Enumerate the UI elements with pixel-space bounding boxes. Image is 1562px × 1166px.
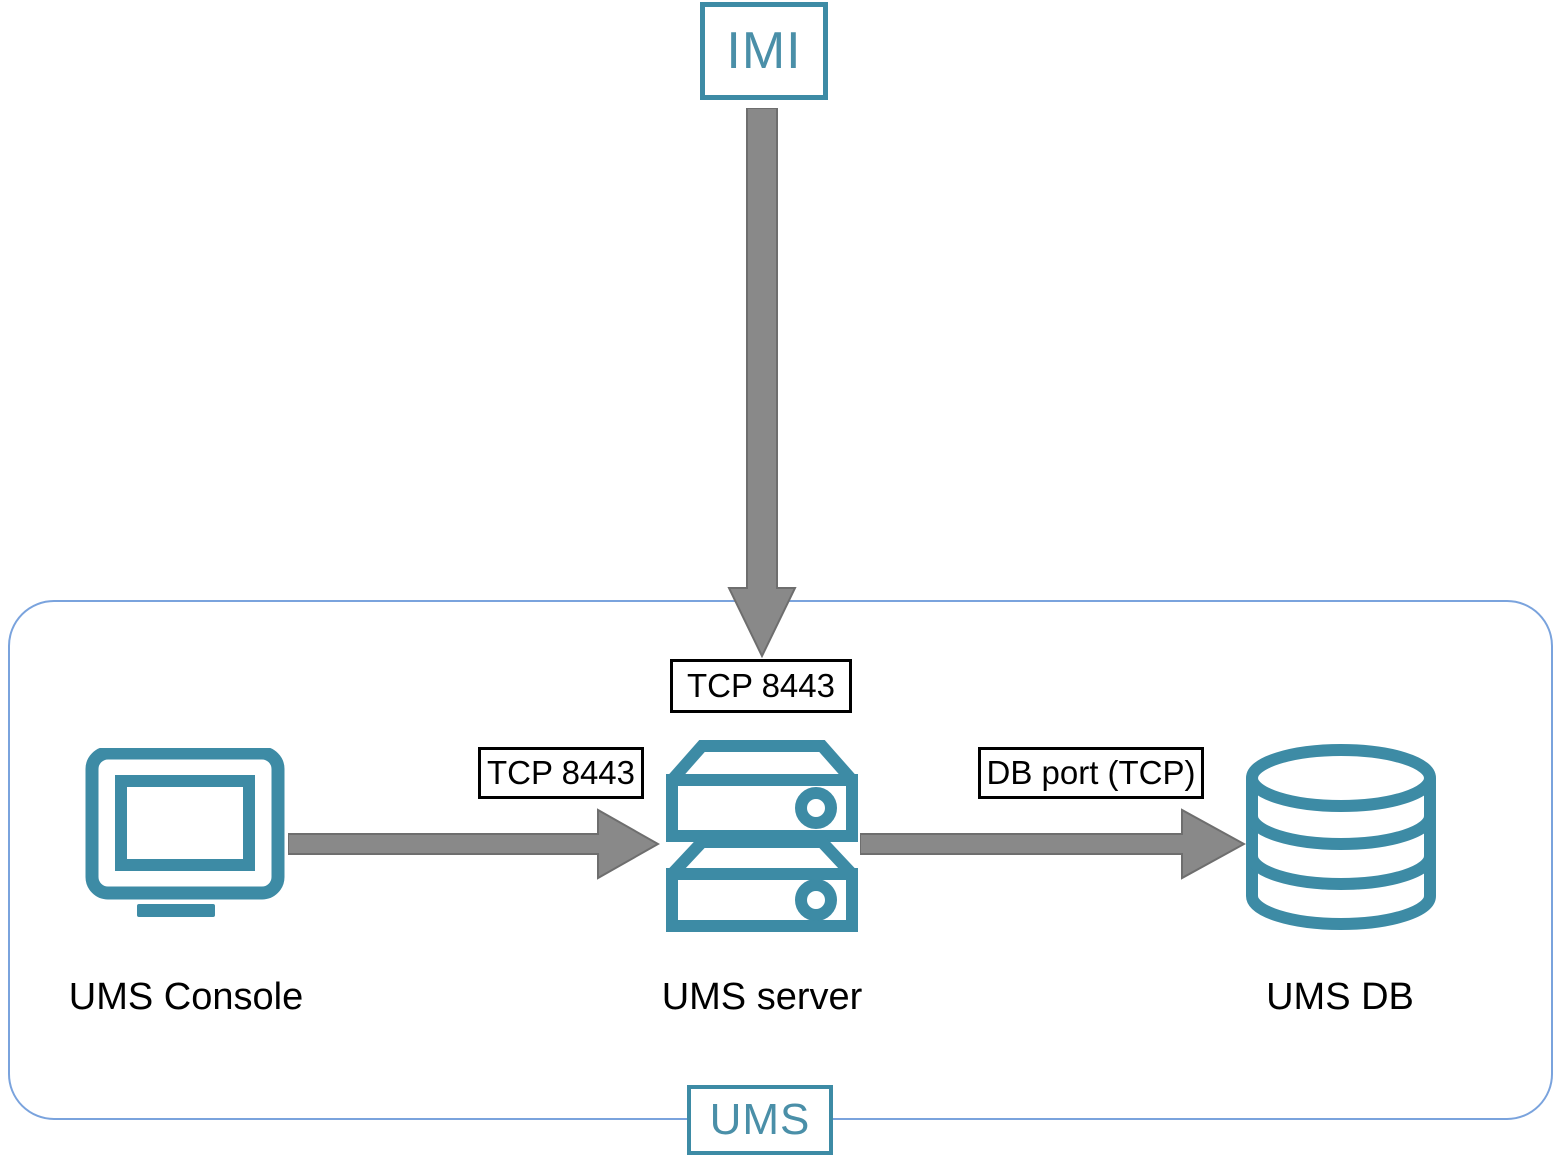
server-rack-icon (660, 738, 864, 934)
imi-badge-label: IMI (726, 22, 802, 80)
node-caption-ums-db: UMS DB (1266, 976, 1414, 1018)
connection-label-console-to-server: TCP 8443 (478, 747, 644, 799)
connection-label-text: DB port (TCP) (986, 754, 1196, 791)
monitor-outer-frame (85, 746, 285, 900)
connector-imi-to-server (712, 107, 812, 659)
ums-boundary-badge: UMS (687, 1085, 833, 1155)
imi-badge: IMI (700, 2, 828, 100)
node-caption-ums-server: UMS server (661, 976, 863, 1018)
ums-badge-label: UMS (709, 1095, 811, 1144)
server-upper-indicator (795, 787, 837, 829)
server-lower-lid (667, 836, 857, 879)
db-divider-2 (1246, 855, 1436, 890)
arrow-right-shape (287, 808, 661, 880)
arrow-right-shape (859, 808, 1247, 880)
connection-label-server-to-db: DB port (TCP) (978, 747, 1204, 799)
server-upper-lid (667, 740, 857, 784)
monitor-stand-base (137, 904, 215, 917)
monitor-icon (85, 746, 285, 926)
server-lower-indicator (795, 879, 837, 921)
node-caption-ums-console: UMS Console (68, 976, 304, 1018)
db-divider-1 (1246, 815, 1436, 850)
connection-label-text: TCP 8443 (487, 754, 635, 791)
database-cylinder-icon (1242, 744, 1440, 930)
connection-label-text: TCP 8443 (687, 667, 835, 704)
monitor-screen (115, 775, 255, 871)
connector-server-to-db (859, 806, 1247, 882)
connector-console-to-server (287, 806, 661, 882)
connection-label-imi-to-server: TCP 8443 (670, 659, 852, 713)
db-top-ellipse (1246, 744, 1436, 812)
db-bottom-arc (1246, 895, 1436, 930)
server-lower-body (666, 868, 858, 932)
arrow-down-shape (727, 107, 797, 659)
